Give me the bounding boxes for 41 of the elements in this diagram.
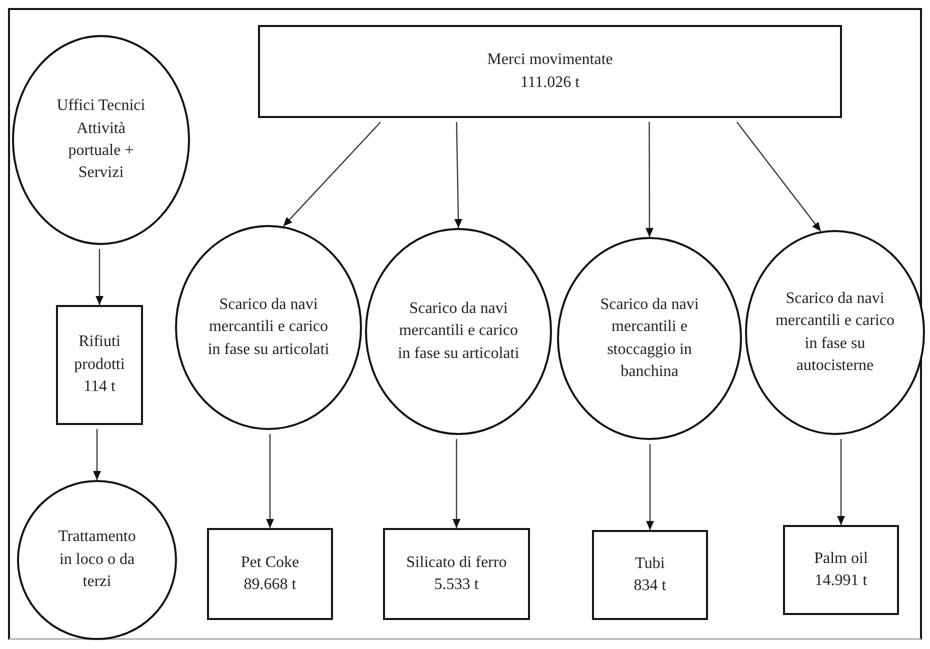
process-circle bbox=[745, 230, 925, 435]
node-text: 89.668 t bbox=[244, 575, 296, 595]
node-text: Rifiuti prodotti bbox=[73, 332, 126, 375]
process-box bbox=[258, 25, 842, 118]
arrow bbox=[96, 249, 104, 305]
node-text: Silicato di ferro bbox=[406, 552, 507, 573]
process-circle bbox=[365, 228, 552, 435]
process-box bbox=[783, 525, 899, 615]
arrow bbox=[452, 439, 460, 528]
arrow bbox=[266, 434, 274, 528]
process-circle bbox=[12, 35, 190, 245]
arrow bbox=[645, 122, 654, 237]
node-text: Scarico da navi mercantili e carico in fase su articolati bbox=[396, 298, 520, 364]
node-text: 114 t bbox=[84, 377, 116, 398]
node-text: Merci movimentate bbox=[487, 50, 613, 70]
node-text: Trattamento in loco o da terzi bbox=[57, 527, 137, 592]
process-box bbox=[383, 528, 530, 620]
process-box bbox=[207, 528, 333, 620]
node-text: 5.533 t bbox=[434, 575, 479, 595]
node-text: 111.026 t bbox=[520, 72, 580, 92]
arrow bbox=[646, 444, 654, 530]
arrow bbox=[93, 429, 101, 480]
process-circle bbox=[17, 480, 177, 640]
node-text: Uffici Tecnici bbox=[56, 96, 146, 116]
node-text: Scarico da navi mercantili e stoccaggio in banchina bbox=[599, 294, 700, 382]
process-circle bbox=[557, 237, 742, 440]
process-box bbox=[592, 530, 708, 620]
node-text: 834 t bbox=[634, 576, 666, 596]
process-box bbox=[56, 305, 143, 425]
arrow bbox=[837, 439, 845, 525]
node-text: Palm oil bbox=[814, 548, 868, 569]
node-text: Scarico da navi mercantili e carico in fase su autocisterne bbox=[774, 288, 896, 376]
arrow bbox=[454, 122, 462, 228]
node-text: 14.991 t bbox=[814, 571, 868, 591]
arrow bbox=[736, 122, 822, 232]
process-circle bbox=[175, 225, 362, 430]
arrow bbox=[282, 122, 382, 227]
node-text: Pet Coke bbox=[240, 552, 300, 573]
node-text: Attività portuale + Servizi bbox=[67, 118, 135, 184]
node-text: Scarico da navi mercantili e carico in fase su articolati bbox=[206, 294, 330, 360]
node-text: Tubi bbox=[635, 554, 665, 574]
